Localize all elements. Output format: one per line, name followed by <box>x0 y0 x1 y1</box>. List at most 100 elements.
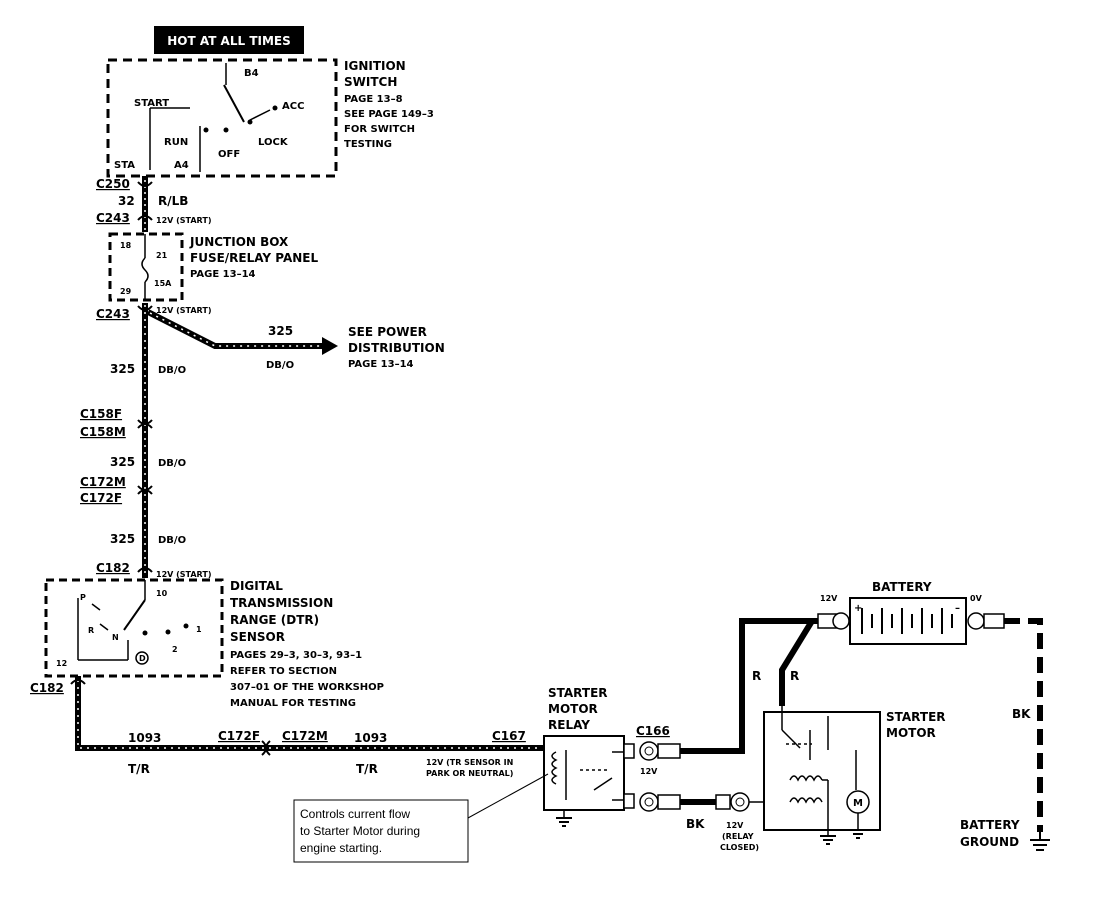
wire-1093-b: 1093 <box>354 731 387 745</box>
relay-to-starter-wire <box>639 792 774 812</box>
jb-pin-18: 18 <box>120 241 132 250</box>
header-text: HOT AT ALL TIMES <box>167 34 291 48</box>
starter-title-2: MOTOR <box>886 726 936 740</box>
ignition-switch: B4 START ACC RUN OFF LOCK STA A4 IGNITIO… <box>106 58 434 178</box>
connector-c172f: C172F <box>80 491 122 505</box>
connector-c172m: C172M <box>80 475 126 489</box>
wire-dbo-c: DB/O <box>158 535 186 546</box>
dtr-ref-1: PAGES 29–3, 30–3, 93–1 <box>230 650 362 661</box>
dtr-pos-r: R <box>88 626 94 635</box>
dtr-title-3: RANGE (DTR) <box>230 613 319 627</box>
connector-c167: C167 <box>492 729 526 743</box>
connector-c243-bottom: C243 <box>96 307 130 321</box>
wire-tr-a: T/R <box>128 762 150 776</box>
connector-c182-top: C182 <box>96 561 130 575</box>
voltage-tr-2: PARK OR NEUTRAL) <box>426 769 513 778</box>
ign-pin-a4: A4 <box>174 160 189 171</box>
power-dist-3: PAGE 13–14 <box>348 359 414 370</box>
dtr-ref-4: MANUAL FOR TESTING <box>230 698 356 709</box>
wire-rlb-label: R/LB <box>158 194 188 208</box>
voltage-closed-3: CLOSED) <box>720 843 759 852</box>
wire-32-label: 32 <box>118 194 135 208</box>
connector-c158m: C158M <box>80 425 126 439</box>
ign-pos-run: RUN <box>164 137 188 148</box>
wire-325-b: 325 <box>110 455 135 469</box>
ign-pos-off: OFF <box>218 149 240 160</box>
ign-pos-b4: B4 <box>244 68 259 79</box>
jb-pin-29: 29 <box>120 287 132 296</box>
starter-motor: M STARTER MOTOR <box>763 706 946 845</box>
ign-title-2: SWITCH <box>344 75 397 89</box>
callout-line-1: Controls current flow <box>300 807 410 821</box>
wire-tr-b: T/R <box>356 762 378 776</box>
dtr-pos-2: 2 <box>172 645 178 654</box>
jb-title-1: JUNCTION BOX <box>189 235 289 249</box>
motor-symbol: M <box>853 798 863 809</box>
wire-dbo-a: DB/O <box>158 365 186 376</box>
dtr-pos-1: 1 <box>196 625 202 634</box>
relay-to-battery-wire <box>639 618 818 761</box>
ign-ref-4: TESTING <box>344 139 392 150</box>
ign-pos-acc: ACC <box>282 101 304 112</box>
wire-1093-tr <box>70 676 543 756</box>
dtr-pos-n: N <box>112 633 119 642</box>
dtr-sensor: D 10 12 P R N 2 1 DIGITAL TRANSMISSION R… <box>44 578 384 709</box>
callout-line-3: engine starting. <box>300 841 382 855</box>
battery-label: BATTERY <box>872 580 932 594</box>
wire-dbo-b: DB/O <box>158 458 186 469</box>
junction-box: 18 21 29 15A JUNCTION BOX FUSE/RELAY PAN… <box>108 232 318 302</box>
callout-line-2: to Starter Motor during <box>300 824 420 838</box>
connector-c182-bottom: C182 <box>30 681 64 695</box>
callout-box: Controls current flow to Starter Motor d… <box>293 773 549 863</box>
jb-title-2: FUSE/RELAY PANEL <box>190 251 318 265</box>
wire-bk-a: BK <box>686 817 705 831</box>
wire-325-a: 325 <box>110 362 135 376</box>
relay-title-2: MOTOR <box>548 702 598 716</box>
dtr-title-1: DIGITAL <box>230 579 283 593</box>
starter-title-1: STARTER <box>886 710 946 724</box>
voltage-closed-1: 12V <box>726 821 744 830</box>
ground-line-2: GROUND <box>960 835 1019 849</box>
dtr-pin-12: 12 <box>56 659 67 668</box>
dtr-title-4: SENSOR <box>230 630 285 644</box>
voltage-start-3: 12V (START) <box>156 570 211 579</box>
wire-325-branch-label: 325 <box>268 324 293 338</box>
relay-title-1: STARTER <box>548 686 608 700</box>
voltage-0-batt: 0V <box>970 594 983 603</box>
power-dist-1: SEE POWER <box>348 325 427 339</box>
battery: + – BATTERY <box>817 580 1005 645</box>
starter-motor-relay: STARTER MOTOR RELAY <box>543 686 635 827</box>
jb-ref: PAGE 13–14 <box>190 269 256 280</box>
ign-pin-sta: STA <box>114 160 135 171</box>
power-dist-2: DISTRIBUTION <box>348 341 445 355</box>
wire-r-b: R <box>790 669 799 683</box>
connector-c158f: C158F <box>80 407 122 421</box>
relay-title-3: RELAY <box>548 718 590 732</box>
connector-c172f-h: C172F <box>218 729 260 743</box>
connector-c250: C250 <box>96 177 130 191</box>
jb-pin-21: 21 <box>156 251 168 260</box>
wire-325-branch <box>146 309 338 355</box>
battery-minus: – <box>955 603 960 614</box>
ign-title-1: IGNITION <box>344 59 406 73</box>
ign-ref-3: FOR SWITCH <box>344 124 415 135</box>
ground-line-1: BATTERY <box>960 818 1020 832</box>
connector-c243-top: C243 <box>96 211 130 225</box>
connector-c172m-h: C172M <box>282 729 328 743</box>
voltage-start-1: 12V (START) <box>156 216 211 225</box>
battery-ground-cable <box>1004 618 1050 851</box>
battery-plus: + <box>854 603 862 614</box>
voltage-tr-1: 12V (TR SENSOR IN <box>426 758 513 767</box>
wire-325-main <box>137 303 153 578</box>
wire-r-a: R <box>752 669 761 683</box>
wire-dbo-branch-label: DB/O <box>266 360 294 371</box>
voltage-start-2: 12V (START) <box>156 306 211 315</box>
ign-ref-1: PAGE 13–8 <box>344 94 403 105</box>
voltage-12-relay: 12V <box>640 767 658 776</box>
dtr-title-2: TRANSMISSION <box>230 596 333 610</box>
wire-325-c: 325 <box>110 532 135 546</box>
hot-at-all-times-header: HOT AT ALL TIMES <box>154 26 304 54</box>
voltage-12-batt: 12V <box>820 594 838 603</box>
wire-32-rlb <box>137 176 153 232</box>
